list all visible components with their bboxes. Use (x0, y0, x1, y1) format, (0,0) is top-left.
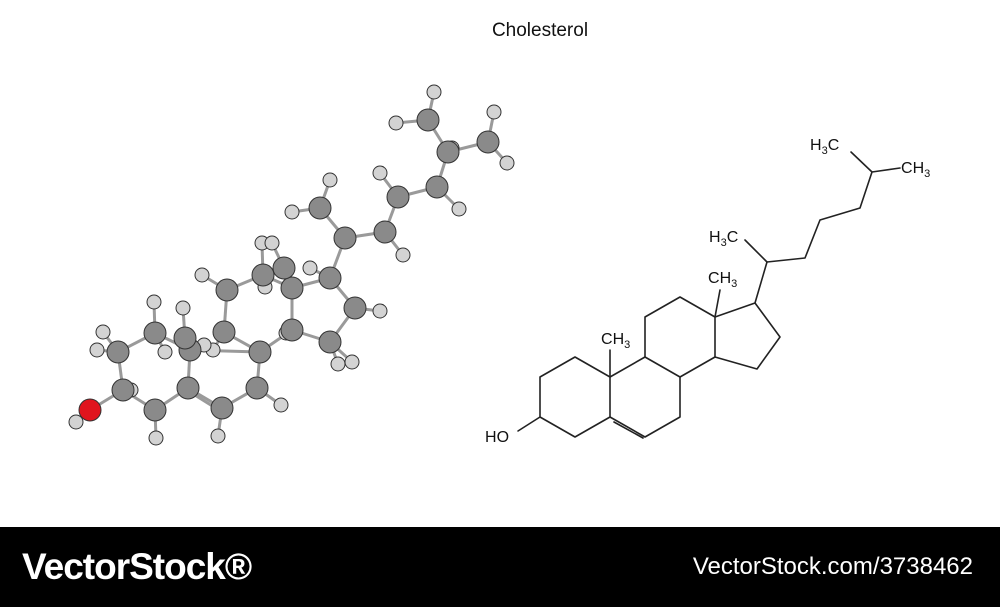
molecule-title: Cholesterol (491, 20, 589, 41)
ring-c (644, 296, 716, 378)
carbon-atom (106, 340, 130, 364)
carbon-atom (416, 108, 440, 132)
brand-logo: VectorStock® (22, 546, 252, 587)
hydrogen-atom (175, 300, 191, 316)
carbon-atom (251, 263, 275, 287)
hydrogen-atom (372, 303, 388, 319)
carbon-atom (176, 376, 200, 400)
label-methyl-c20: H3C (709, 229, 738, 249)
hydrogen-atom (395, 247, 411, 263)
carbon-atom (476, 130, 500, 154)
isopropyl-left-bond (850, 151, 873, 173)
hydrogen-atom (322, 172, 338, 188)
carbon-atom (143, 398, 167, 422)
hydrogen-atom (95, 324, 111, 340)
label-methyl-c10: CH3 (601, 331, 630, 351)
hydrogen-atom (89, 342, 105, 358)
hydrogen-atom (372, 165, 388, 181)
carbon-atom (280, 318, 304, 342)
hydrogen-atom (451, 201, 467, 217)
hydrogen-atom (68, 414, 84, 430)
label-isopropyl-right: CH3 (901, 160, 930, 180)
oxygen-atom (78, 398, 102, 422)
ring-b (609, 356, 681, 438)
carbon-atom (143, 321, 167, 345)
hydrogen-atom (194, 267, 210, 283)
skeletal-formula: HO CH3 CH3 H3C H3C CH3 (485, 137, 930, 446)
hydrogen-atom (273, 397, 289, 413)
hydrogen-atom (302, 260, 318, 276)
hydrogen-atom (157, 344, 173, 360)
carbon-atom (245, 376, 269, 400)
carbon-atom (386, 185, 410, 209)
hydroxyl-bond (517, 416, 541, 432)
carbon-atom (333, 226, 357, 250)
hydrogen-atom (210, 428, 226, 444)
hydrogen-atom (499, 155, 515, 171)
carbon-atom (318, 266, 342, 290)
c20-methyl-bond (744, 239, 768, 263)
carbon-atom (280, 276, 304, 300)
hydrogen-atom (486, 104, 502, 120)
hydrogen-atom (284, 204, 300, 220)
c13-methyl-bond (714, 289, 721, 318)
carbon-atom (173, 326, 197, 350)
carbon-atom (215, 278, 239, 302)
hydrogen-atom (426, 84, 442, 100)
ring-d (714, 302, 781, 370)
ring-a (539, 356, 611, 438)
illustration-canvas: Cholesterol HO CH3 (68, 20, 931, 446)
hydrogen-atom (264, 235, 280, 251)
carbon-atom (318, 330, 342, 354)
ball-and-stick-model (68, 84, 515, 446)
label-isopropyl-left: H3C (810, 137, 839, 157)
carbon-atom (210, 396, 234, 420)
footer-bar: VectorStock® VectorStock.com/3738462 (0, 527, 1000, 607)
hydrogen-atom (146, 294, 162, 310)
image-id-text: VectorStock.com/3738462 (692, 553, 973, 580)
carbon-atom (248, 340, 272, 364)
hydrogen-atom (388, 115, 404, 131)
carbon-atom (373, 220, 397, 244)
carbon-atom (212, 320, 236, 344)
carbon-atom (111, 378, 135, 402)
carbon-atom (272, 256, 296, 280)
carbon-atom (343, 296, 367, 320)
hydrogen-atom (148, 430, 164, 446)
label-hydroxyl: HO (485, 429, 509, 446)
hydrogen-atom (330, 356, 346, 372)
model-atoms (68, 84, 515, 446)
carbon-atom (436, 140, 460, 164)
carbon-atom (308, 196, 332, 220)
side-chain (754, 167, 901, 304)
carbon-atom (425, 175, 449, 199)
label-methyl-c13: CH3 (708, 270, 737, 290)
double-bond-inner (613, 421, 644, 439)
